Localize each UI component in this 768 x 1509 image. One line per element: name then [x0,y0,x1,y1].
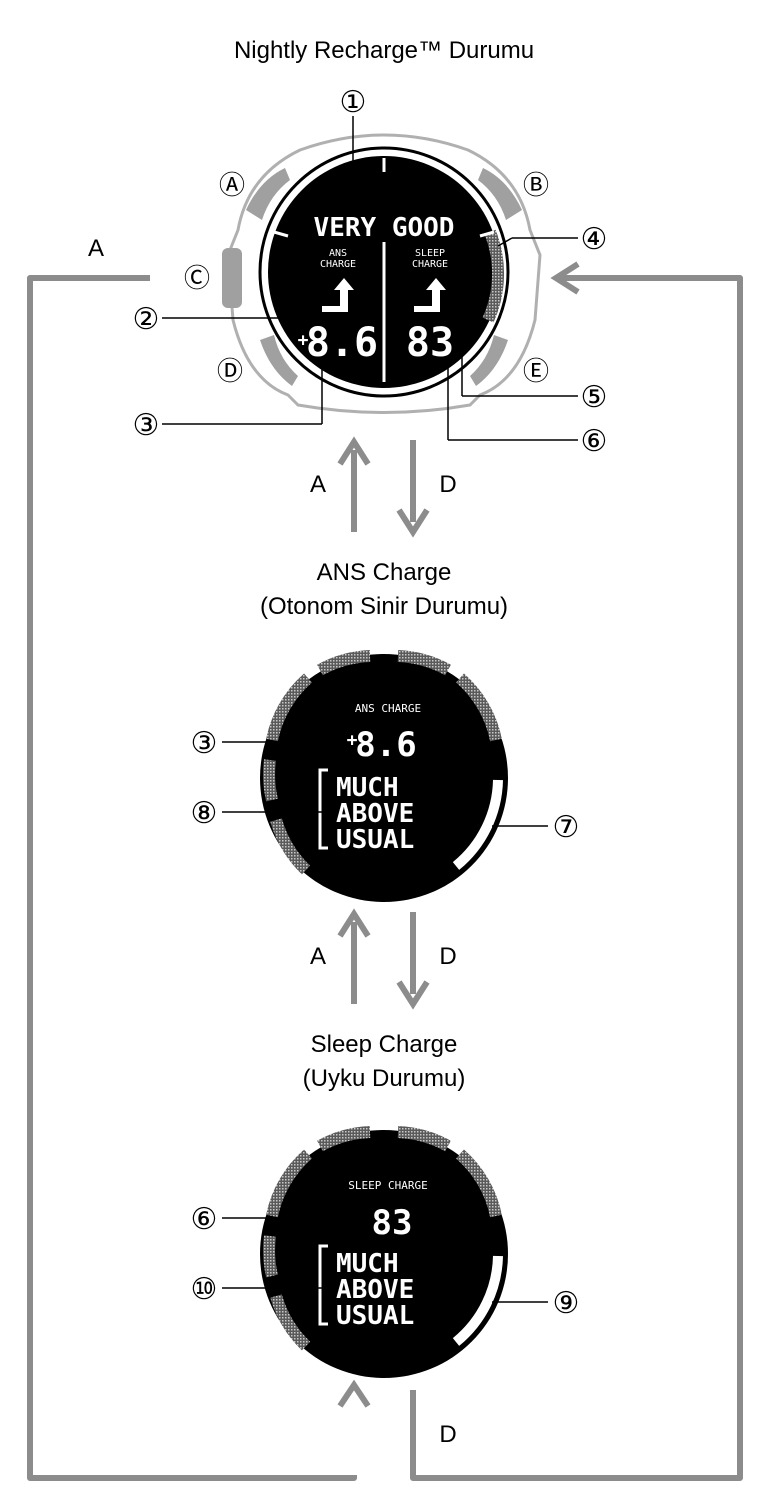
loop-arrowhead-top-right [550,261,580,295]
button-e-shape [470,335,508,386]
ans-sign: + [298,330,309,351]
watch-nightly: VERY GOOD ANS CHARGE SLEEP CHARGE + 8.6 … [222,133,542,414]
button-d-shape [260,335,298,386]
sleep-header: SLEEP CHARGE [348,1179,427,1192]
callout-4: ④ [581,222,608,257]
nav-a-1: A [310,471,326,498]
ans-label-line2: CHARGE [320,259,356,270]
button-b-shape [478,168,522,220]
callout-2: ② [133,302,160,337]
callout-10: ⑩ [191,1272,218,1307]
sleep-label-line1: SLEEP [415,248,445,259]
ans-charge-title: ANS Charge [317,559,452,586]
button-b-letter: Ⓑ [523,171,549,201]
loop-arrowhead-bottom-left [337,1379,371,1408]
callout-5: ⑤ [581,380,608,415]
outer-loop-arrows [27,275,743,1481]
left-loop-line [27,275,357,1481]
sleep-charge-title: Sleep Charge [311,1031,458,1058]
arrows-2-3 [337,908,430,1010]
ans-value-2: 8.6 [355,725,416,765]
sleep-status-line1: MUCH [336,1249,399,1279]
left-tick [273,230,289,238]
screen-ans [260,654,508,902]
sleep-value-3: 83 [372,1203,413,1243]
ans-sign-2: + [347,730,358,751]
button-e-letter: Ⓔ [523,357,549,387]
callouts-nightly [162,116,578,441]
ans-value: 8.6 [306,320,378,366]
callout-3: ③ [133,408,160,443]
gauge-segment [482,229,505,323]
arrows-1-2 [337,436,430,538]
callouts-ans [222,741,548,827]
ans-label-line1: ANS [329,248,347,259]
sleep-charge-subtitle: (Uyku Durumu) [303,1065,466,1092]
nightly-recharge-title: Nightly Recharge™ Durumu [234,37,534,64]
screen-sleep [260,1130,508,1378]
button-a-letter: Ⓐ [219,171,245,201]
right-tick [479,230,495,238]
sleep-label-line2: CHARGE [412,259,448,270]
callout-1: ① [340,85,367,120]
callout-9: ⑨ [553,1286,580,1321]
nav-a-2: A [310,943,326,970]
ans-status-line3: USUAL [336,825,414,855]
ans-header: ANS CHARGE [355,702,421,715]
sleep-status-line3: USUAL [336,1301,414,1331]
watch-sleep: SLEEP CHARGE 83 MUCH ABOVE USUAL [260,1126,508,1378]
callout-3-ans: ③ [191,726,218,761]
sleep-value: 83 [406,320,454,366]
ans-status-line2: ABOVE [336,799,414,829]
sleep-trend-arrow-icon [414,278,446,312]
callout-6-sleep: ⑥ [191,1202,218,1237]
ans-charge-subtitle: (Otonom Sinir Durumu) [260,593,508,620]
ans-trend-arrow-icon [322,278,354,312]
watch-ans: ANS CHARGE + 8.6 MUCH ABOVE USUAL [260,650,508,902]
button-a-shape [246,168,290,220]
nav-d-1: D [439,471,456,498]
button-d-letter: Ⓓ [217,357,243,387]
loop-label-a: A [88,235,104,262]
nav-d-2: D [439,943,456,970]
bottom-label-d: D [439,1421,456,1448]
button-c-shape [222,248,242,308]
ans-status-line1: MUCH [336,773,399,803]
callout-8: ⑧ [191,796,218,831]
callout-7: ⑦ [553,810,580,845]
right-loop-line [410,275,743,1481]
sleep-status-line2: ABOVE [336,1275,414,1305]
status-very-good: VERY GOOD [314,213,455,243]
callouts-sleep [222,1217,548,1303]
callout-6: ⑥ [581,424,608,459]
button-c-letter: Ⓒ [184,264,210,294]
